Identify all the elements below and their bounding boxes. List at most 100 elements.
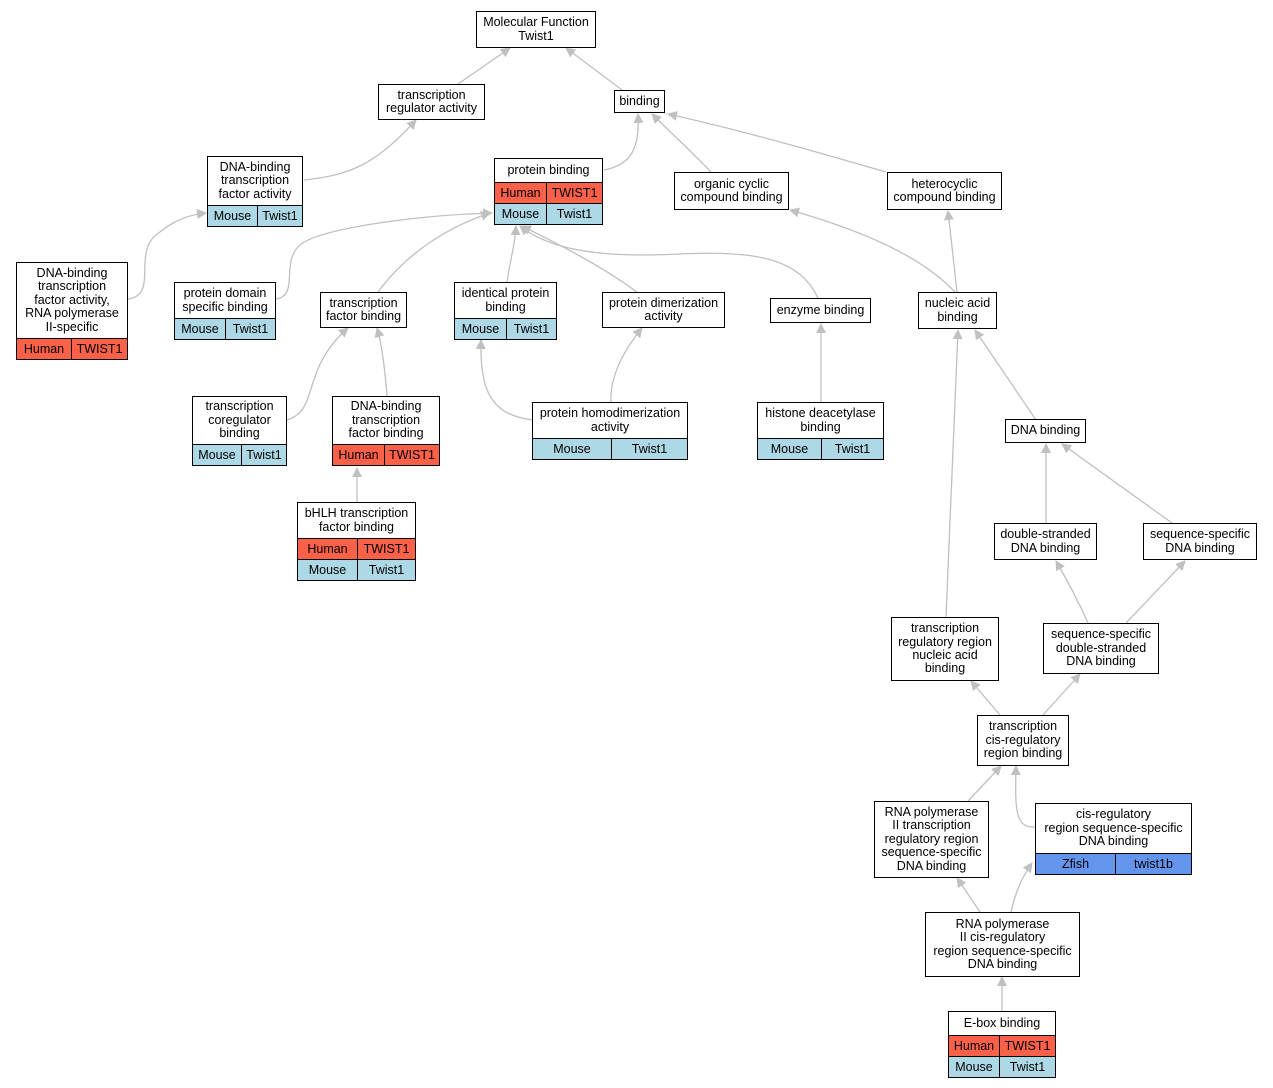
node-label: enzyme binding <box>776 302 865 317</box>
node-transcription-cis-regulatory-region-binding[interactable]: transcription cis-regulatory region bind… <box>977 715 1069 766</box>
gene-label: Twist1 <box>999 1057 1055 1077</box>
species-row-human: Human TWIST1 <box>949 1035 1055 1056</box>
node-histone-deacetylase-binding[interactable]: histone deacetylase binding Mouse Twist1 <box>757 402 884 460</box>
node-label: DNA-binding transcription factor binding <box>348 399 424 441</box>
species-row-mouse: Mouse Twist1 <box>949 1056 1055 1077</box>
node-rna-pol-ii-transcription-regulatory-region-binding[interactable]: RNA polymerase II transcription regulato… <box>874 801 989 878</box>
node-organic-cyclic-compound-binding[interactable]: organic cyclic compound binding <box>674 172 789 210</box>
node-protein-binding[interactable]: protein binding Human TWIST1 Mouse Twist… <box>494 158 603 225</box>
node-label: organic cyclic compound binding <box>680 176 783 204</box>
node-protein-domain-specific-binding[interactable]: protein domain specific binding Mouse Tw… <box>174 282 276 340</box>
edge-tcrrb-trrnab <box>970 680 1001 716</box>
node-label: RNA polymerase II transcription regulato… <box>881 804 982 873</box>
species-row-mouse: Mouse Twist1 <box>455 318 556 339</box>
node-label: transcription coregulator binding <box>205 399 274 441</box>
node-label: sequence-specific double-stranded DNA bi… <box>1050 627 1152 669</box>
node-protein-homodimerization-activity[interactable]: protein homodimerization activity Mouse … <box>532 402 688 460</box>
species-row-mouse: Mouse Twist1 <box>495 203 602 224</box>
species-label: Zfish <box>1061 857 1090 871</box>
node-protein-dimerization-activity[interactable]: protein dimerization activity <box>602 292 725 328</box>
node-label: protein binding <box>507 162 590 177</box>
node-label: sequence-specific DNA binding <box>1149 527 1251 555</box>
edge-rp2cr-rp2tr <box>956 877 981 913</box>
gene-label: TWIST1 <box>999 1036 1055 1056</box>
edge-rp2cr-crrssb <box>1010 862 1033 913</box>
node-sequence-specific-dna-binding[interactable]: sequence-specific DNA binding <box>1143 523 1257 560</box>
node-transcription-factor-binding[interactable]: transcription factor binding <box>320 292 407 328</box>
species-row-human: Human TWIST1 <box>17 338 127 359</box>
species-label: Mouse <box>461 322 500 336</box>
species-label: Mouse <box>308 563 347 577</box>
node-e-box-binding[interactable]: E-box binding Human TWIST1 Mouse Twist1 <box>948 1011 1056 1078</box>
node-label: transcription regulator activity <box>385 87 477 115</box>
gene-label: Twist1 <box>225 319 275 339</box>
node-dna-binding[interactable]: DNA binding <box>1005 419 1086 443</box>
node-double-stranded-dna-binding[interactable]: double-stranded DNA binding <box>994 523 1097 560</box>
node-label: identical protein binding <box>461 286 550 314</box>
species-row-zfish: Zfish twist1b <box>1036 853 1191 874</box>
node-transcription-regulatory-region-nucleic-acid-binding[interactable]: transcription regulatory region nucleic … <box>891 617 999 681</box>
node-transcription-coregulator-binding[interactable]: transcription coregulator binding Mouse … <box>192 396 287 466</box>
edge-nab-hcb <box>944 210 958 293</box>
node-label: histone deacetylase binding <box>765 406 876 434</box>
node-label: transcription regulatory region nucleic … <box>898 621 992 676</box>
species-label: Human <box>500 186 541 200</box>
node-identical-protein-binding[interactable]: identical protein binding Mouse Twist1 <box>454 282 557 340</box>
edge-ssdsdb-dsdb <box>1055 560 1089 624</box>
node-bhlh-transcription-factor-binding[interactable]: bHLH transcription factor binding Human … <box>297 502 416 581</box>
edge-dbtfa-tra <box>303 119 417 181</box>
species-label: Human <box>953 1039 995 1053</box>
gene-label: Twist1 <box>611 439 687 459</box>
edge-ipb-pb <box>506 225 521 283</box>
species-label: Mouse <box>213 209 252 223</box>
gene-label: Twist1 <box>357 560 415 580</box>
edge-dnab-nab <box>974 329 1037 421</box>
species-label: Human <box>23 342 65 356</box>
edge-crrssb-tcrrb <box>1010 765 1036 828</box>
species-row-mouse: Mouse Twist1 <box>208 205 302 226</box>
edge-ssdsdb-ssdb <box>1125 560 1186 624</box>
node-label: bHLH transcription factor binding <box>304 506 409 534</box>
edge-dbtfb-tfb <box>374 327 388 397</box>
node-label: nucleic acid binding <box>924 296 991 324</box>
species-label: Mouse <box>181 322 219 336</box>
node-label: double-stranded DNA binding <box>1000 527 1091 555</box>
node-sequence-specific-double-stranded-dna-binding[interactable]: sequence-specific double-stranded DNA bi… <box>1043 623 1159 674</box>
species-label: Mouse <box>198 448 236 462</box>
node-label: DNA-binding transcription factor activit… <box>218 159 292 201</box>
gene-label: Twist1 <box>546 204 602 224</box>
node-label: transcription factor binding <box>325 295 402 323</box>
node-label: RNA polymerase II cis-regulatory region … <box>933 916 1072 971</box>
node-dna-binding-transcription-factor-binding[interactable]: DNA-binding transcription factor binding… <box>332 396 440 466</box>
species-row-mouse: Mouse Twist1 <box>298 559 415 580</box>
species-row-human: Human TWIST1 <box>298 538 415 559</box>
node-nucleic-acid-binding[interactable]: nucleic acid binding <box>918 292 997 329</box>
node-binding[interactable]: binding <box>614 90 665 113</box>
edge-tra-mf <box>457 47 511 85</box>
edge-pdsb-pb <box>275 208 493 300</box>
gene-label: TWIST1 <box>384 445 439 465</box>
node-rna-pol-ii-cis-regulatory-region-binding[interactable]: RNA polymerase II cis-regulatory region … <box>925 912 1080 977</box>
gene-label: Twist1 <box>257 206 302 226</box>
node-dna-binding-transcription-factor-activity[interactable]: DNA-binding transcription factor activit… <box>207 156 303 227</box>
node-enzyme-binding[interactable]: enzyme binding <box>770 298 871 323</box>
node-label: binding <box>619 93 660 108</box>
node-label: protein domain specific binding <box>182 286 268 314</box>
node-dna-binding-tf-activity-rna-pol-ii[interactable]: DNA-binding transcription factor activit… <box>16 262 128 360</box>
node-label: Molecular Function Twist1 <box>483 15 589 43</box>
edge-tfb-pb <box>377 211 491 293</box>
node-molecular-function[interactable]: Molecular Function Twist1 <box>476 11 596 48</box>
gene-label: twist1b <box>1115 854 1191 874</box>
edge-tcrrb-ssdsdb <box>1042 673 1081 716</box>
edge-trrnab-nab <box>945 329 963 618</box>
species-row-mouse: Mouse Twist1 <box>175 318 275 339</box>
edge-ssdb-dnab <box>1061 443 1173 524</box>
node-heterocyclic-compound-binding[interactable]: heterocyclic compound binding <box>887 172 1002 210</box>
gene-label: Twist1 <box>241 445 286 465</box>
node-label: DNA-binding transcription factor activit… <box>25 265 119 334</box>
gene-label: TWIST1 <box>71 339 127 359</box>
node-cis-regulatory-region-sequence-specific-dna-binding[interactable]: cis-regulatory region sequence-specific … <box>1035 803 1192 875</box>
edge-rp2tr-tcrrb <box>967 765 1002 802</box>
node-transcription-regulator-activity[interactable]: transcription regulator activity <box>378 84 485 120</box>
